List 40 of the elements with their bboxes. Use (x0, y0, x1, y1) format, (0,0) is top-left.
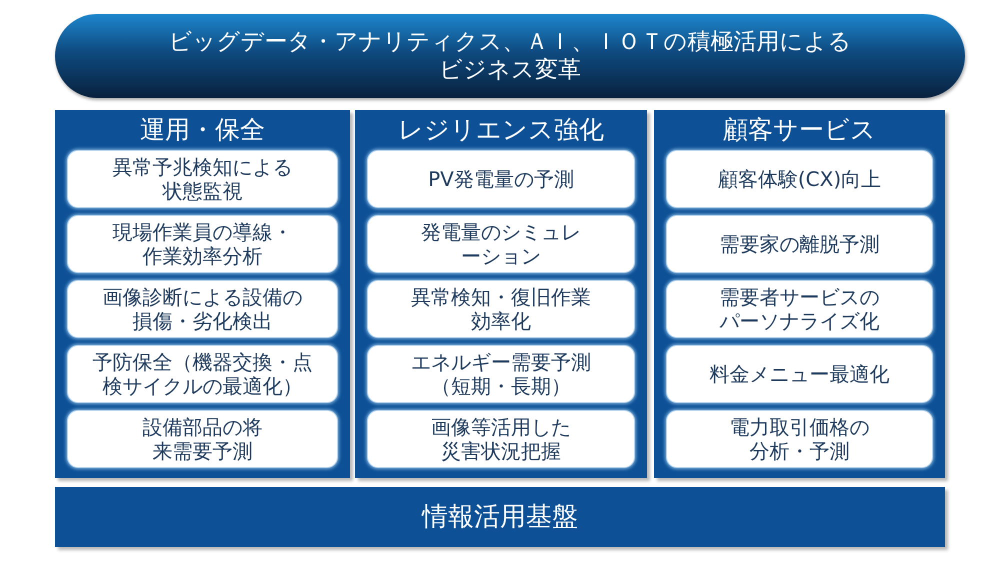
use-case-card (367, 150, 635, 208)
use-case-card (67, 410, 338, 468)
card-text: 電力取引価格の分析・予測 (728, 415, 870, 463)
use-case-card (67, 280, 338, 338)
use-case-card (67, 215, 338, 273)
title-banner (55, 14, 965, 98)
card-text: 需要者サービスのパーソナライズ化 (718, 285, 880, 333)
use-case-card (67, 150, 338, 208)
foundation-bar (55, 487, 945, 547)
panel-heading: 運用・保全 (140, 114, 265, 146)
category-panel (654, 110, 945, 478)
bar-text: 情報活用基盤 (422, 500, 578, 534)
card-text: 設備部品の将来需要予測 (142, 415, 264, 463)
card-text: 顧客体験(CX)向上 (718, 167, 882, 191)
card-text: 予防保全（機器交換・点検サイクルの最適化） (92, 350, 314, 398)
card-text: 料金メニュー最適化 (710, 362, 890, 386)
card-text: 画像診断による設備の損傷・劣化検出 (102, 285, 304, 333)
card-text: PV発電量の予測 (428, 167, 574, 191)
card-text: 異常検知・復旧作業効率化 (410, 285, 592, 333)
use-case-card (666, 345, 933, 403)
card-text: エネルギー需要予測（短期・長期） (410, 350, 592, 398)
use-case-card (666, 215, 933, 273)
use-case-card (367, 345, 635, 403)
use-case-card (367, 280, 635, 338)
use-case-card (67, 345, 338, 403)
use-case-card (666, 410, 933, 468)
panel-heading: レジリエンス強化 (398, 114, 604, 146)
card-text: 異常予兆検知による状態監視 (112, 155, 294, 203)
card-text: 需要家の離脱予測 (720, 232, 880, 256)
card-text: 発電量のシミュレーション (420, 220, 582, 268)
use-case-card (367, 410, 635, 468)
panel-heading: 顧客サービス (723, 114, 876, 146)
card-text: 現場作業員の導線・作業効率分析 (112, 220, 294, 268)
use-case-card (666, 150, 933, 208)
category-panel (55, 110, 350, 478)
use-case-card (666, 280, 933, 338)
category-panel (355, 110, 647, 478)
card-text: 画像等活用した災害状況把握 (430, 415, 572, 463)
use-case-card (367, 215, 635, 273)
banner-text: ビッグデータ・アナリティクス、ＡＩ、ＩＯＴの積極活用によるビジネス変革 (167, 28, 852, 84)
